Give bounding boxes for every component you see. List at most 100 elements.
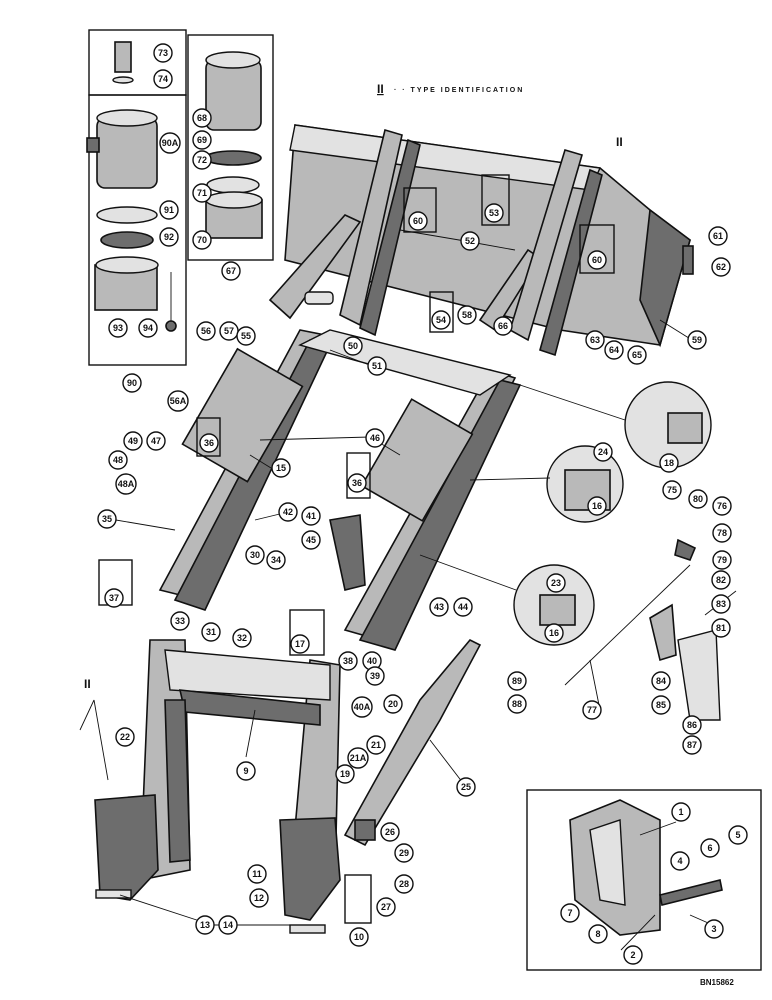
lift-arms <box>158 329 522 651</box>
callout-7: 7 <box>560 903 580 923</box>
callout-27: 27 <box>376 897 396 917</box>
callout-66: 66 <box>493 316 513 336</box>
svg-text:45: 45 <box>306 535 316 545</box>
svg-text:18: 18 <box>664 458 674 468</box>
svg-text:74: 74 <box>158 74 168 84</box>
detail-circles <box>419 381 712 646</box>
svg-text:12: 12 <box>254 893 264 903</box>
svg-text:25: 25 <box>461 782 471 792</box>
section-marker-right: II <box>616 135 623 149</box>
callout-56A: 56A <box>167 390 189 412</box>
svg-text:80: 80 <box>693 494 703 504</box>
svg-text:89: 89 <box>512 676 522 686</box>
svg-text:91: 91 <box>164 205 174 215</box>
control-linkage <box>564 538 721 721</box>
svg-text:22: 22 <box>120 732 130 742</box>
svg-text:27: 27 <box>381 902 391 912</box>
callout-75: 75 <box>662 480 682 500</box>
svg-text:44: 44 <box>458 602 468 612</box>
callout-86: 86 <box>682 715 702 735</box>
callout-33: 33 <box>170 611 190 631</box>
svg-text:2: 2 <box>630 950 635 960</box>
svg-text:21: 21 <box>371 740 381 750</box>
svg-text:57: 57 <box>224 326 234 336</box>
svg-text:43: 43 <box>434 602 444 612</box>
svg-text:8: 8 <box>595 929 600 939</box>
callout-85: 85 <box>651 695 671 715</box>
svg-text:33: 33 <box>175 616 185 626</box>
callout-80: 80 <box>688 489 708 509</box>
svg-text:42: 42 <box>283 507 293 517</box>
section-marker-left: II <box>84 677 91 691</box>
svg-text:20: 20 <box>388 699 398 709</box>
callout-94: 94 <box>138 318 158 338</box>
air-cleaner-inset <box>86 29 274 366</box>
callout-39: 39 <box>365 666 385 686</box>
callout-91: 91 <box>159 200 179 220</box>
svg-text:21A: 21A <box>350 753 367 763</box>
svg-text:28: 28 <box>399 879 409 889</box>
svg-text:49: 49 <box>128 436 138 446</box>
svg-text:87: 87 <box>687 740 697 750</box>
bucket-links <box>268 128 603 357</box>
callout-30: 30 <box>245 545 265 565</box>
svg-text:4: 4 <box>677 856 682 866</box>
svg-text:46: 46 <box>370 433 380 443</box>
svg-text:7: 7 <box>567 908 572 918</box>
svg-text:60: 60 <box>413 216 423 226</box>
svg-text:92: 92 <box>164 232 174 242</box>
svg-text:40: 40 <box>367 656 377 666</box>
svg-text:68: 68 <box>197 113 207 123</box>
svg-text:14: 14 <box>223 920 233 930</box>
callout-90A: 90A <box>159 132 181 154</box>
callout-49: 49 <box>123 431 143 451</box>
callout-20: 20 <box>383 694 403 714</box>
svg-text:85: 85 <box>656 700 666 710</box>
callout-4: 4 <box>670 851 690 871</box>
callout-48: 48 <box>108 450 128 470</box>
svg-text:10: 10 <box>354 932 364 942</box>
svg-text:37: 37 <box>109 593 119 603</box>
callout-68: 68 <box>192 108 212 128</box>
callout-45: 45 <box>301 530 321 550</box>
callout-77: 77 <box>582 700 602 720</box>
callout-90: 90 <box>122 373 142 393</box>
callout-74: 74 <box>153 69 173 89</box>
svg-text:36: 36 <box>204 438 214 448</box>
svg-text:66: 66 <box>498 321 508 331</box>
callout-32: 32 <box>232 628 252 648</box>
type-marker: II <box>377 82 384 96</box>
svg-text:48A: 48A <box>118 479 135 489</box>
small-part-boxes <box>98 174 615 924</box>
svg-text:76: 76 <box>717 501 727 511</box>
svg-text:53: 53 <box>489 208 499 218</box>
callout-41: 41 <box>301 506 321 526</box>
svg-text:65: 65 <box>632 350 642 360</box>
callout-70: 70 <box>192 230 212 250</box>
svg-text:69: 69 <box>197 135 207 145</box>
svg-text:52: 52 <box>465 236 475 246</box>
callout-53: 53 <box>484 203 504 223</box>
svg-text:36: 36 <box>352 478 362 488</box>
callout-79: 79 <box>712 550 732 570</box>
callout-61: 61 <box>708 226 728 246</box>
callout-23: 23 <box>546 573 566 593</box>
callout-10: 10 <box>349 927 369 947</box>
callout-21: 21 <box>366 735 386 755</box>
svg-text:60: 60 <box>592 255 602 265</box>
callout-71: 71 <box>192 183 212 203</box>
callout-47: 47 <box>146 431 166 451</box>
svg-text:30: 30 <box>250 550 260 560</box>
svg-text:61: 61 <box>713 231 723 241</box>
callout-36a: 36 <box>199 433 219 453</box>
callout-92: 92 <box>159 227 179 247</box>
svg-text:24: 24 <box>598 447 608 457</box>
svg-text:78: 78 <box>717 528 727 538</box>
callout-16a: 16 <box>587 496 607 516</box>
svg-text:55: 55 <box>241 331 251 341</box>
svg-text:54: 54 <box>436 315 446 325</box>
svg-text:17: 17 <box>295 639 305 649</box>
svg-text:40A: 40A <box>354 702 371 712</box>
svg-text:1: 1 <box>678 807 683 817</box>
callout-22: 22 <box>115 727 135 747</box>
